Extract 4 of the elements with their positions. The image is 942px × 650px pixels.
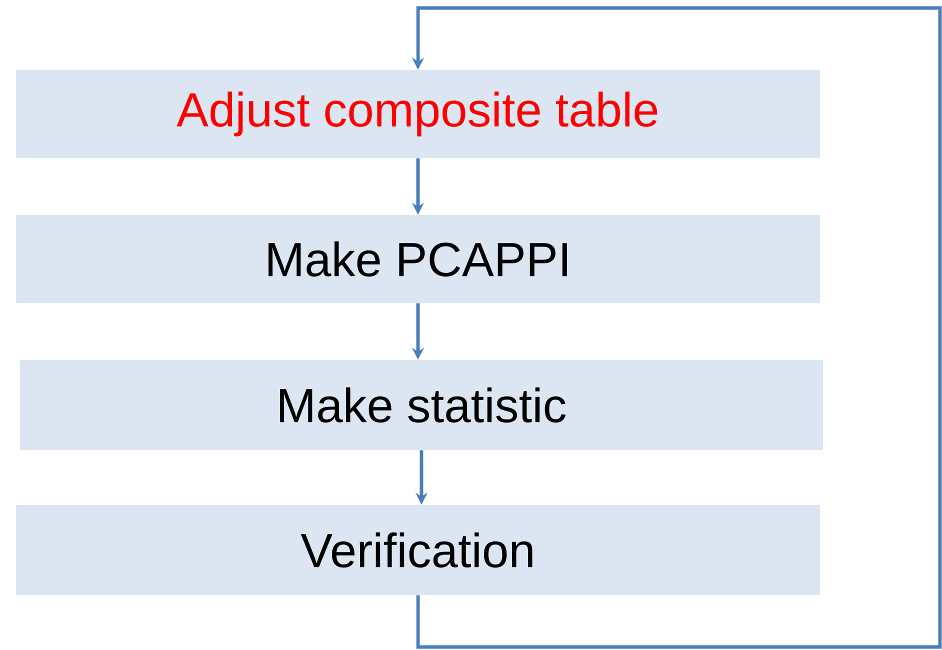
process-box: Verification — [16, 505, 820, 595]
process-box: Make PCAPPI — [16, 215, 820, 303]
process-box: Make statistic — [20, 360, 823, 450]
process-box: Adjust composite table — [16, 70, 820, 158]
